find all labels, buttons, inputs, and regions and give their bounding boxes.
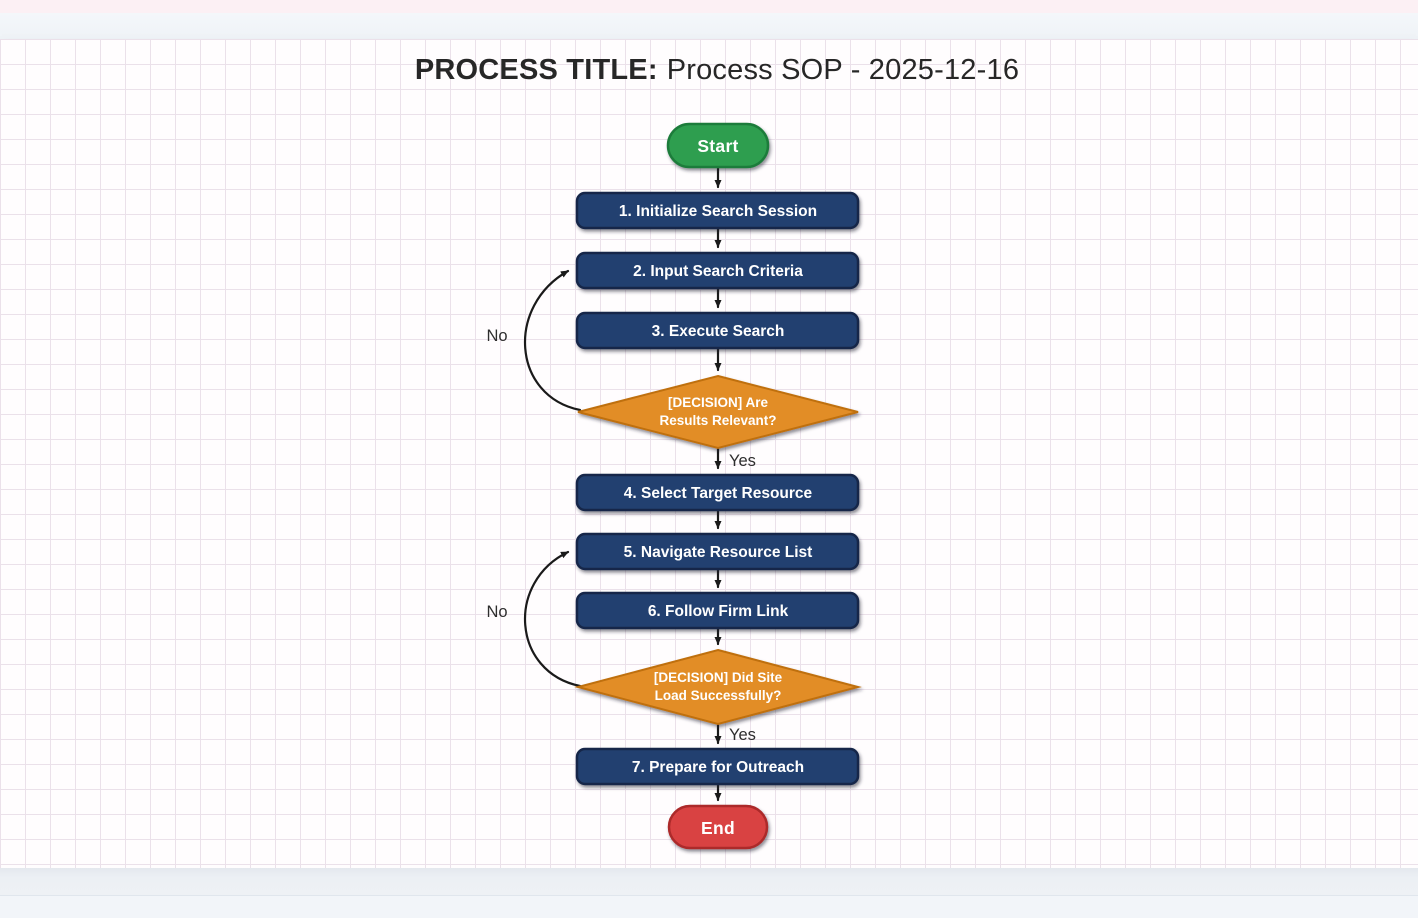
- end-node-label: End: [701, 818, 735, 838]
- yes-label-2: Yes: [729, 726, 756, 744]
- step-node-1: 1. Initialize Search Session: [575, 191, 860, 230]
- header-bar: [0, 13, 1418, 39]
- loop-arrows: [524, 269, 582, 688]
- decision-node-1: [DECISION] Are Results Relevant?: [577, 374, 859, 450]
- yes-label-1: Yes: [729, 452, 756, 470]
- step-node-1-shape: [575, 191, 860, 230]
- grid-canvas: [0, 39, 1418, 868]
- loop-arrow-no-2: [524, 550, 582, 688]
- step-node-4: 4. Select Target Resource: [575, 473, 860, 512]
- start-node-shape: [666, 122, 770, 169]
- step-node-4-label: 4. Select Target Resource: [624, 485, 813, 502]
- page-title-label: PROCESS TITLE:: [414, 54, 658, 86]
- footer-strip: [0, 895, 1418, 918]
- step-node-3-shape: [575, 311, 860, 350]
- start-node: Start: [666, 122, 770, 169]
- step-node-7: 7. Prepare for Outreach: [575, 747, 860, 786]
- no-label-1: No: [486, 327, 507, 345]
- step-node-2-shape: [575, 251, 860, 290]
- step-node-6-shape: [575, 591, 860, 630]
- step-node-2-label: 2. Input Search Criteria: [633, 263, 803, 280]
- loop-arrow-no-1: [524, 269, 582, 412]
- step-node-5: 5. Navigate Resource List: [575, 532, 860, 571]
- step-node-4-shape: [575, 473, 860, 512]
- decision-node-2-shape: [574, 648, 862, 726]
- end-node: End: [667, 804, 769, 850]
- step-node-5-label: 5. Navigate Resource List: [624, 544, 813, 561]
- decision-node-1-line2: Results Relevant?: [659, 413, 776, 428]
- step-node-1-label: 1. Initialize Search Session: [619, 203, 817, 220]
- decision-node-1-shape: [577, 374, 859, 450]
- step-node-3: 3. Execute Search: [575, 311, 860, 350]
- page-title: PROCESS TITLE:Process SOP - 2025-12-16: [8, 54, 1418, 87]
- step-node-6: 6. Follow Firm Link: [575, 591, 860, 630]
- decision-node-1-line1: [DECISION] Are: [668, 395, 769, 410]
- top-accent-bar: [0, 0, 1418, 13]
- bottom-shadow-strip: [0, 868, 1418, 895]
- step-node-6-label: 6. Follow Firm Link: [648, 603, 789, 620]
- step-node-7-label: 7. Prepare for Outreach: [632, 759, 804, 776]
- no-label-2: No: [486, 603, 507, 621]
- decision-node-2: [DECISION] Did Site Load Successfully?: [574, 648, 862, 726]
- step-node-7-shape: [575, 747, 860, 786]
- start-node-label: Start: [697, 136, 738, 156]
- step-node-3-label: 3. Execute Search: [652, 323, 785, 340]
- page-title-value: Process SOP - 2025-12-16: [666, 54, 1020, 86]
- decision-node-2-line1: [DECISION] Did Site: [654, 670, 783, 685]
- end-node-shape: [667, 804, 769, 850]
- step-node-2: 2. Input Search Criteria: [575, 251, 860, 290]
- step-node-5-shape: [575, 532, 860, 571]
- decision-node-2-line2: Load Successfully?: [655, 688, 782, 703]
